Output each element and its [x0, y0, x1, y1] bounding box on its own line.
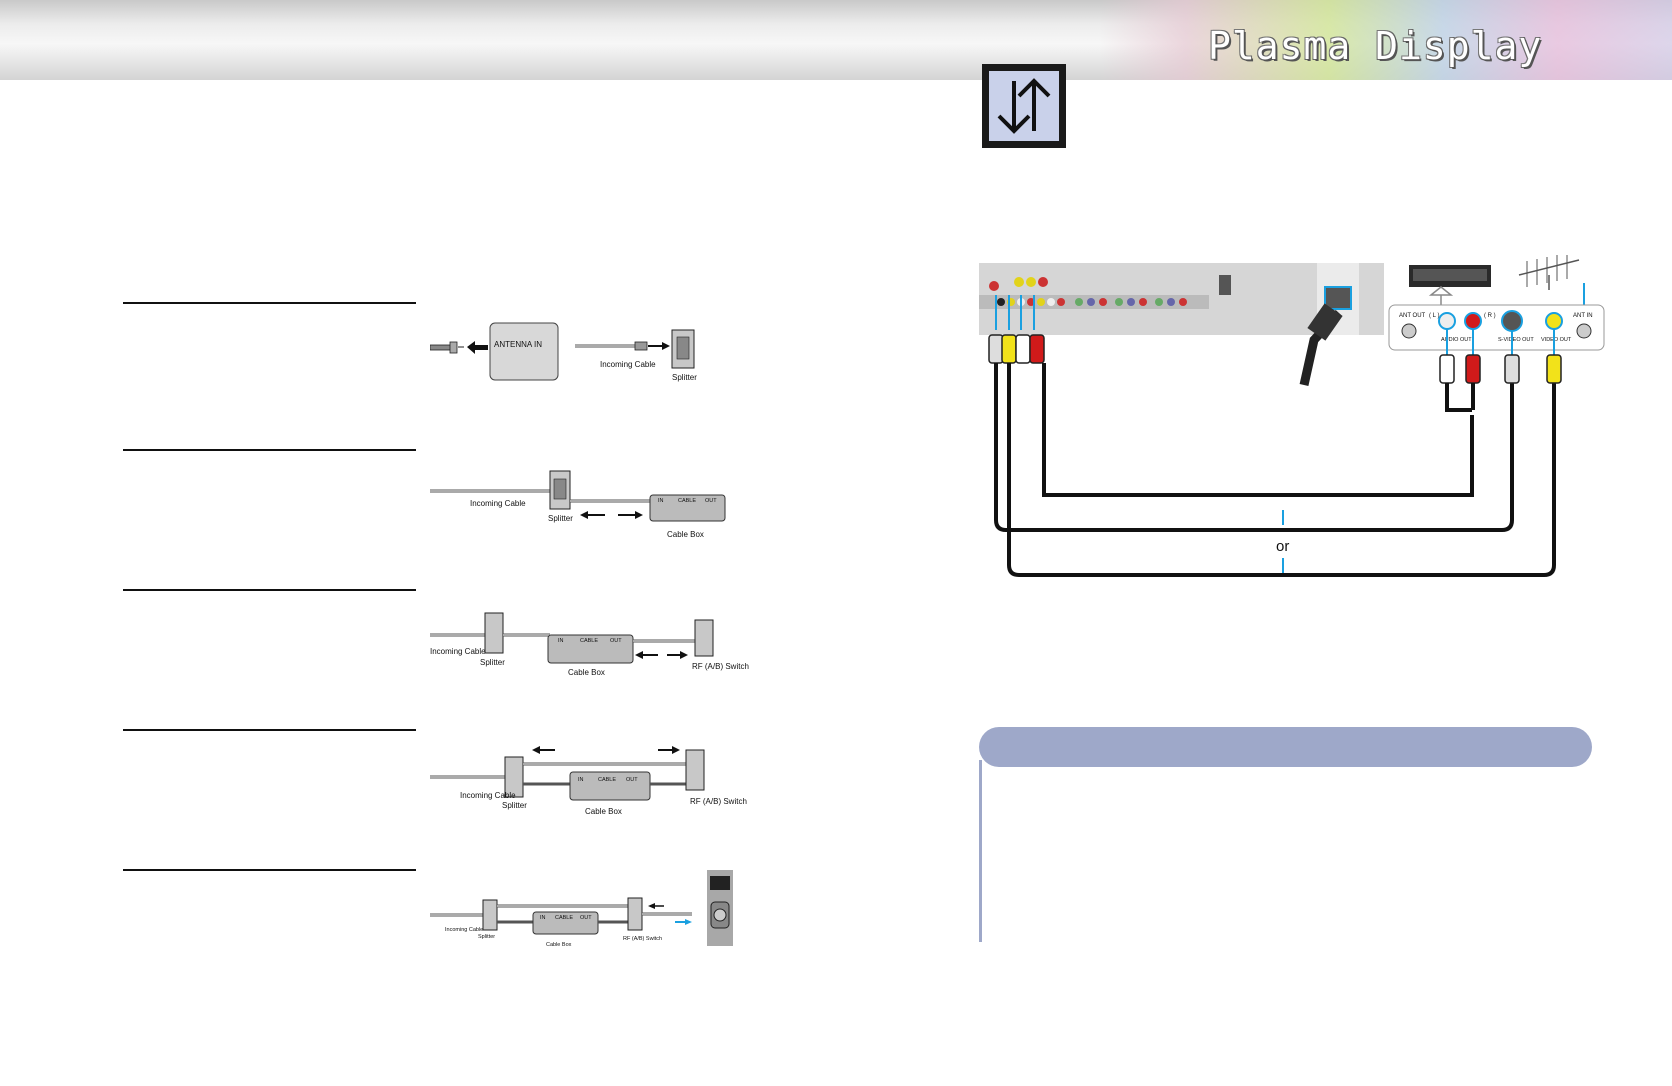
incoming-cable-label: Incoming Cable: [470, 499, 526, 508]
svg-text:CABLE: CABLE: [678, 498, 696, 504]
page-title: Plasma Display: [1208, 24, 1543, 68]
audio-out-label: AUDIO OUT: [1441, 337, 1472, 343]
antenna-icon: [1518, 255, 1580, 290]
svideo-out-label: S-VIDEO OUT: [1498, 337, 1534, 343]
svg-text:IN: IN: [658, 498, 664, 504]
note-header-bar: [979, 727, 1592, 767]
incoming-cable-label: Incoming Cable: [460, 791, 516, 800]
header-decoration: [1100, 0, 1672, 80]
section-divider: [123, 589, 416, 591]
diagram-antenna-splitter: ANTENNA IN Incoming Cable Splitter: [430, 322, 697, 382]
diagram-splitter-cable-box: IN CABLE OUT Incoming Cable Splitter Cab…: [430, 470, 726, 539]
svg-text:OUT: OUT: [705, 498, 717, 504]
section-divider: [123, 869, 416, 871]
cable-box-label: Cable Box: [546, 942, 572, 948]
svg-text:IN: IN: [540, 915, 546, 921]
cable-box-label: Cable Box: [667, 530, 704, 539]
antenna-in-label: ANTENNA IN: [494, 340, 542, 349]
svg-text:CABLE: CABLE: [555, 915, 573, 921]
rf-switch-label: RF (A/B) Switch: [690, 797, 747, 806]
diagram-full-tv-connection: IN CABLE OUT Incoming Cable Splitter Cab…: [430, 870, 733, 948]
diagram-splitter-box-rf-switch: IN CABLE OUT Incoming Cable Splitter Cab…: [430, 746, 747, 816]
section-divider: [123, 729, 416, 731]
section-divider: [123, 302, 416, 304]
ant-in-label: ANT IN: [1573, 313, 1593, 319]
svg-text:CABLE: CABLE: [580, 638, 598, 644]
incoming-cable-label: Incoming Cable: [445, 927, 483, 933]
incoming-cable-label: Incoming Cable: [430, 647, 486, 656]
svg-text:OUT: OUT: [626, 777, 638, 783]
ant-out-label: ANT OUT: [1399, 313, 1426, 319]
cable-box-label: Cable Box: [585, 807, 622, 816]
rf-switch-label: RF (A/B) Switch: [623, 936, 662, 942]
incoming-cable-label: Incoming Cable: [600, 360, 656, 369]
splitter-label: Splitter: [478, 934, 495, 940]
up-down-arrows-icon: [982, 64, 1066, 148]
or-label: or: [1276, 538, 1289, 555]
note-side-rule: [979, 760, 982, 942]
diagram-cable-box-rf-switch: IN CABLE OUT Incoming Cable Splitter Cab…: [430, 612, 749, 677]
svg-text:OUT: OUT: [580, 915, 592, 921]
rf-switch-label: RF (A/B) Switch: [692, 662, 749, 671]
tv-jack-strip: [989, 275, 1231, 295]
splitter-label: Splitter: [672, 373, 697, 382]
cable-box-label: Cable Box: [568, 668, 605, 677]
svg-text:OUT: OUT: [610, 638, 622, 644]
splitter-label: Splitter: [480, 658, 505, 667]
svg-text:IN: IN: [558, 638, 564, 644]
splitter-label: Splitter: [502, 801, 527, 810]
video-out-label: VIDEO OUT: [1541, 337, 1572, 343]
audio-right-label: ( R ): [1484, 313, 1496, 319]
svg-text:IN: IN: [578, 777, 584, 783]
splitter-label: Splitter: [548, 514, 573, 523]
svg-text:CABLE: CABLE: [598, 777, 616, 783]
section-divider: [123, 449, 416, 451]
audio-left-label: ( L ): [1429, 313, 1439, 319]
av-connection-diagram: or ANT OUT ( L ) ( R ) AUDIO OUT S-VIDEO…: [979, 255, 1605, 577]
